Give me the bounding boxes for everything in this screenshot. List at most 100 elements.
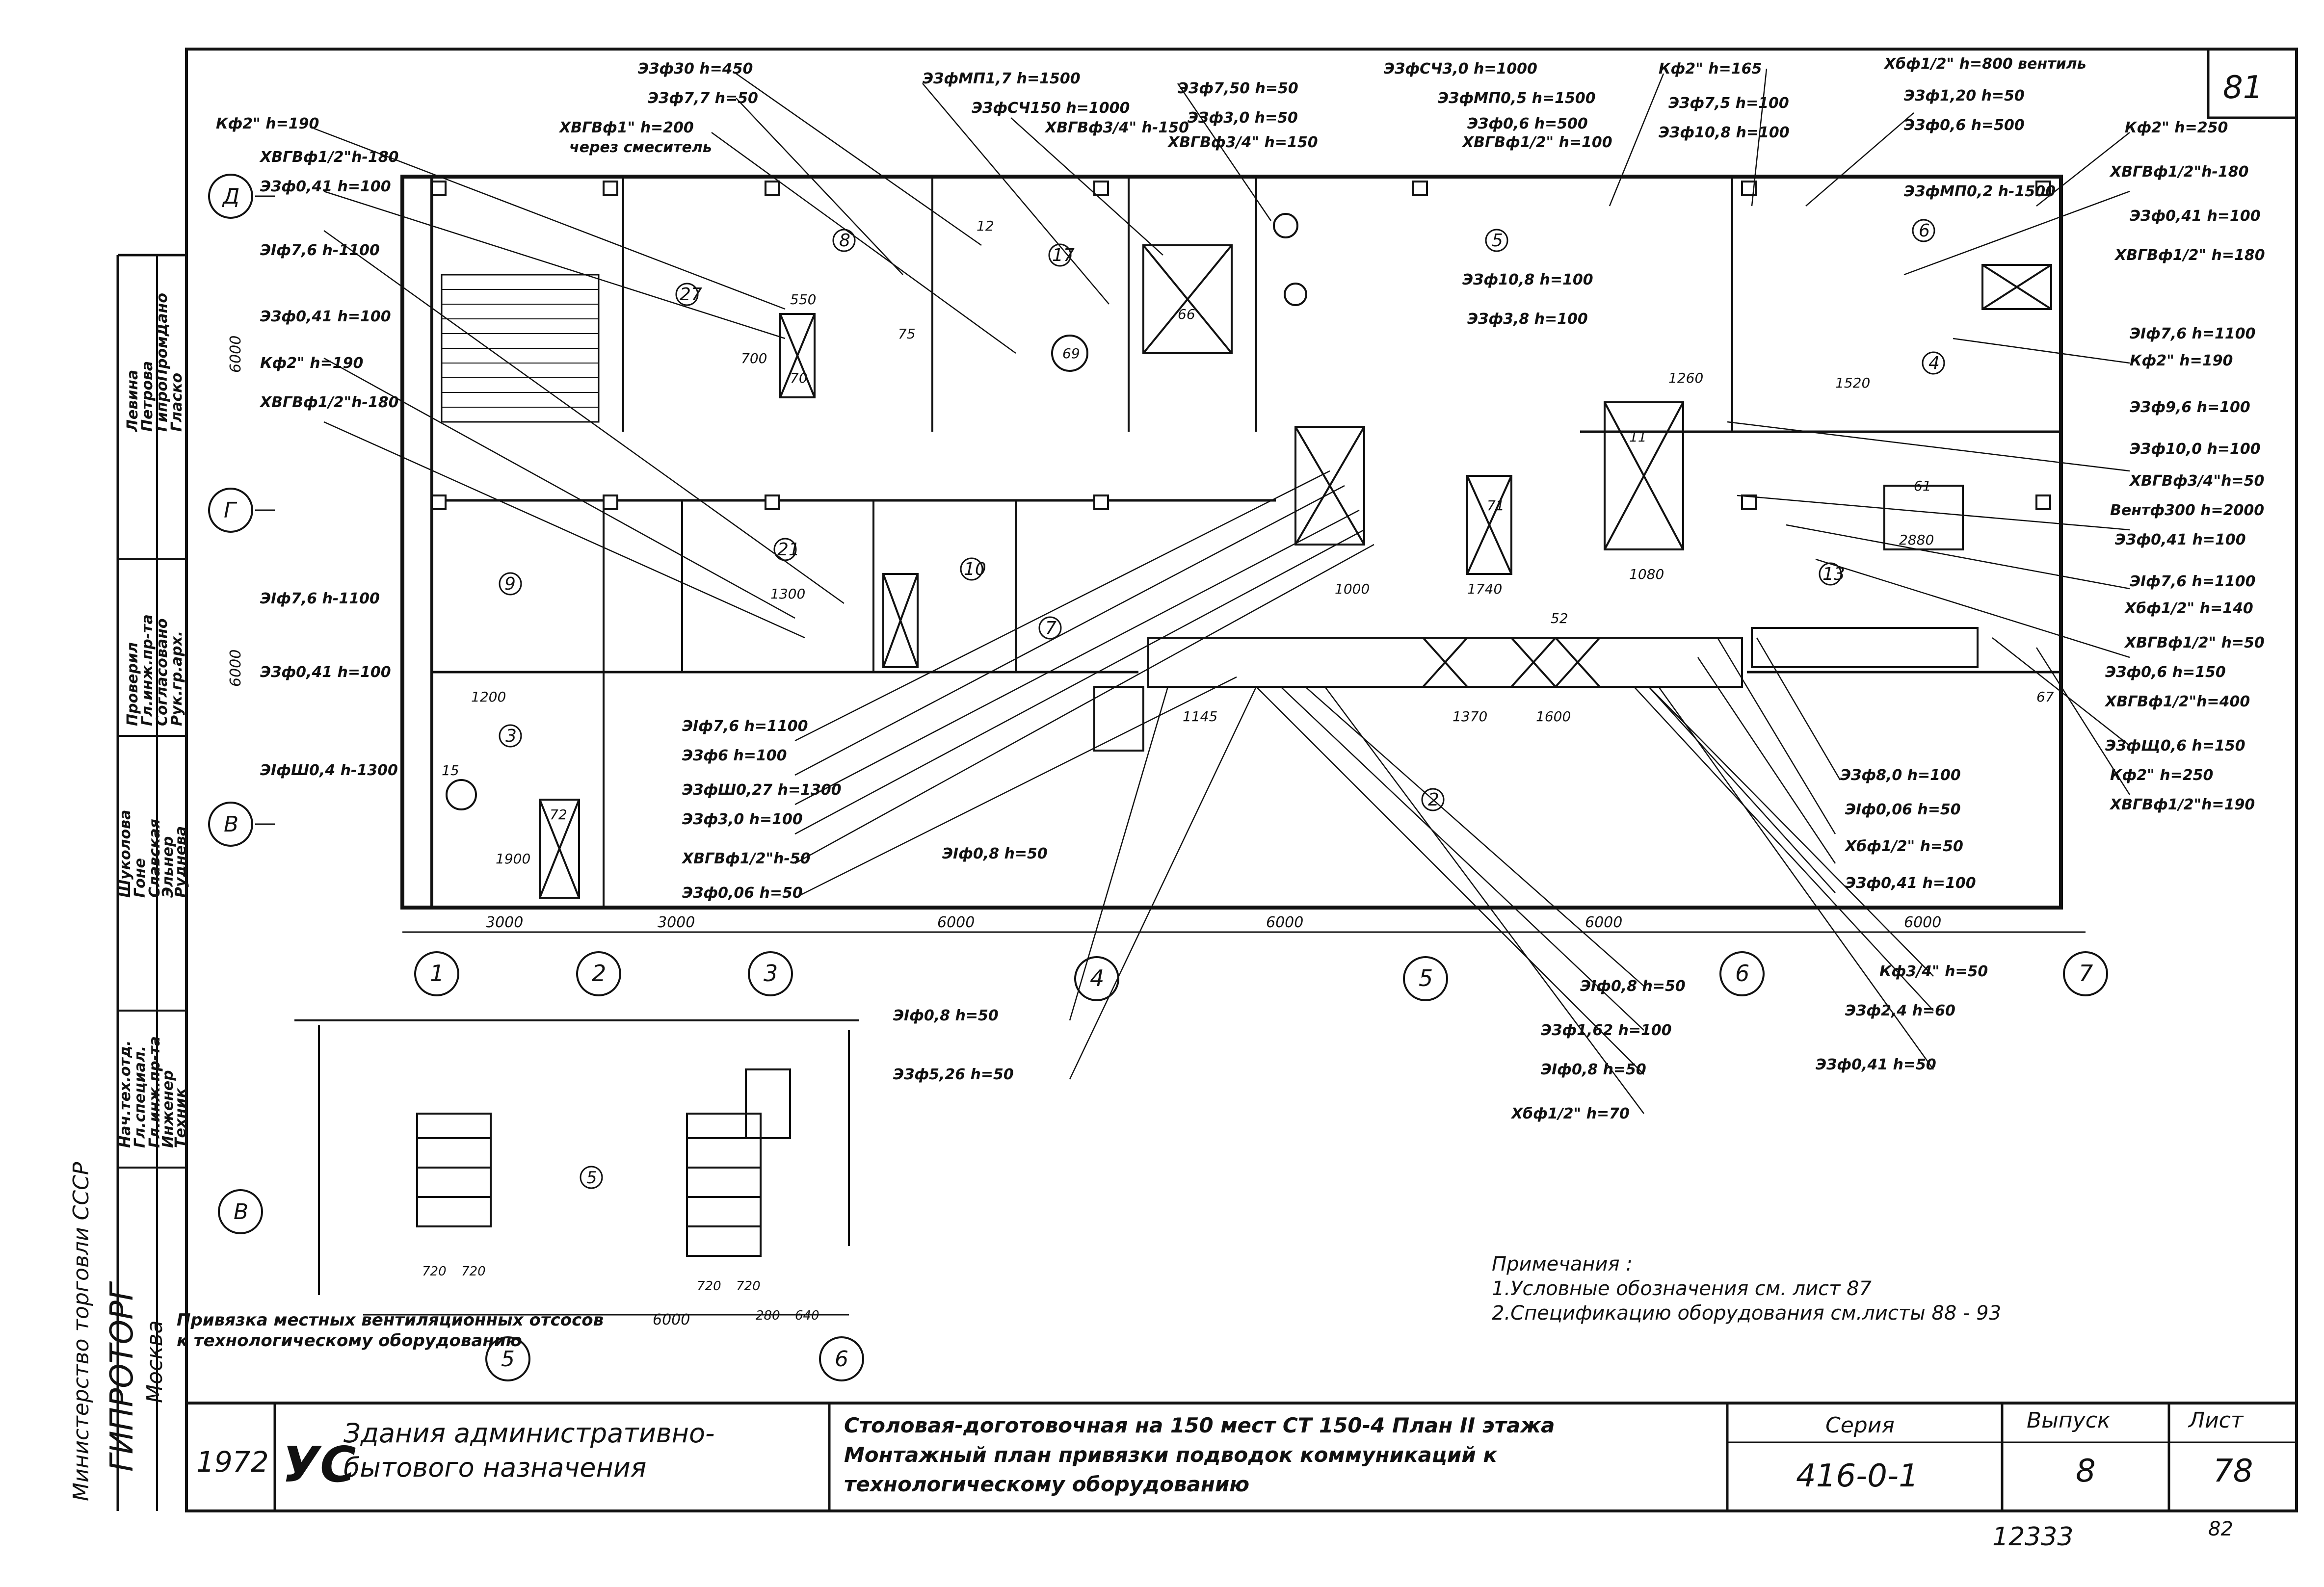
- note-label: ХВГВф1/2"h=190: [2109, 796, 2255, 813]
- note-label: ЭЗф5,26 h=50: [893, 1066, 1014, 1083]
- page-corner-number: 81: [2223, 70, 2263, 106]
- page-corner-box: [2207, 48, 2298, 119]
- dimension-value: 1300: [770, 586, 805, 602]
- span-value: 6000: [227, 650, 244, 687]
- span-value: 6000: [1904, 914, 1941, 931]
- title-subject-1: Здания административно-: [343, 1418, 714, 1449]
- room-number: 27: [680, 285, 702, 305]
- inset-caption: Привязка местных вентиляционных отсосов …: [177, 1310, 604, 1351]
- dimension-value: 1000: [1335, 581, 1370, 597]
- stamp-role: Гл.специал.: [132, 1046, 149, 1148]
- note-label: Кф2" h=250: [2125, 119, 2228, 136]
- stamp-check-role: Рук.гр.арх.: [168, 631, 185, 726]
- axis-label: 3: [764, 960, 778, 987]
- note-label: Кф2" h=250: [2110, 767, 2213, 784]
- axis-label: 4: [1090, 965, 1104, 991]
- notes-heading: Примечания :: [1492, 1253, 1633, 1275]
- inset-plan: 5 В 5 6 6000 720 720 720 720 280 640 При…: [177, 1019, 864, 1381]
- note-label: ЭIф7,6 h-1100: [260, 590, 380, 607]
- archive-number: 12333: [1992, 1522, 2073, 1552]
- dimension-value: 700: [741, 350, 767, 366]
- note-label: ЭЗфЩ0,6 h=150: [2105, 737, 2245, 754]
- inset-dim: 720: [736, 1279, 761, 1294]
- axis-label: 2: [592, 960, 606, 987]
- note-label: ЭIф7,6 h-1100: [260, 242, 380, 259]
- stamp-city: Москва: [142, 1320, 167, 1403]
- note-label: Хбф1/2" h=800 вентиль: [1883, 55, 2086, 73]
- stamp-ministry: Министерство торговли СССР: [69, 1162, 94, 1501]
- room-number: 5: [1492, 231, 1503, 251]
- note-label: ЭIф0,06 h=50: [1845, 801, 1961, 818]
- span-value: 6000: [1266, 914, 1303, 931]
- note-label: ЭЗфМП0,5 h=1500: [1438, 90, 1596, 107]
- notes: Примечания : 1.Условные обозначения см. …: [1492, 1253, 2001, 1325]
- title-line-1: Столовая-доготовочная на 150 мест СТ 150…: [844, 1413, 1555, 1437]
- issue-label: Выпуск: [2027, 1408, 2111, 1433]
- note-label: Вентф300 h=2000: [2110, 502, 2264, 519]
- span-value: 3000: [486, 914, 523, 931]
- title-subject-2: бытового назначения: [343, 1452, 646, 1483]
- inset-axis-col: 5: [501, 1347, 515, 1372]
- note-label: ЭIф7,6 h=1100: [682, 718, 808, 735]
- structural-columns: [431, 181, 2051, 510]
- axis-grid: [255, 195, 2086, 933]
- note-label: ХВГВф1/2" h=100: [1461, 134, 1612, 151]
- inset-room-number: 5: [586, 1168, 597, 1188]
- note-label: ЭЗф1,62 h=100: [1541, 1022, 1672, 1039]
- dimension-value: 1080: [1629, 566, 1664, 582]
- note-label: ЭIф0,8 h=50: [893, 1007, 999, 1024]
- title-mark: УС: [282, 1436, 356, 1493]
- note-label: ЭIфШ0,4 h-1300: [260, 762, 398, 779]
- note-label: Кф3/4" h=50: [1879, 963, 1988, 980]
- note-label: ЭЗф0,41 h=100: [2130, 208, 2261, 225]
- note-label: ЭЗф6 h=100: [682, 747, 787, 764]
- room-number: 17: [1052, 245, 1075, 265]
- note-label: ЭЗф7,50 h=50: [1178, 80, 1298, 97]
- note-label: ЭЗфСЧ150 h=1000: [972, 100, 1130, 117]
- axis-bubbles-rows: Д Г В: [208, 174, 253, 847]
- room-number: 7: [1045, 618, 1056, 638]
- span-value: 6000: [227, 336, 244, 373]
- note-label: ЭЗф10,8 h=100: [1462, 271, 1593, 288]
- note-label: ЭIф0,8 h=50: [1541, 1061, 1646, 1078]
- note-label: ЭIф7,6 h=1100: [2130, 573, 2256, 590]
- room-number: 4: [1928, 353, 1940, 373]
- inset-dim: 720: [697, 1279, 721, 1294]
- equipment-number: 69: [1062, 345, 1080, 362]
- note-label: ХВГВф3/4" h-150: [1044, 119, 1189, 136]
- leader-lines: [314, 68, 2131, 1114]
- stamp-name: Шуколова: [117, 810, 134, 898]
- note-label: ЭЗф7,7 h=50: [648, 90, 758, 107]
- axis-bubbles-columns: 1 2 3 4 5 6 7: [414, 951, 2108, 1001]
- equipment-number: 71: [1487, 497, 1505, 514]
- sheet-label: Лист: [2188, 1408, 2244, 1433]
- axis-label: В: [224, 812, 238, 837]
- dimension-value: 1200: [471, 689, 506, 705]
- series-value: 416-0-1: [1796, 1458, 1919, 1494]
- equipment-crossed: [539, 244, 2052, 899]
- dimension-value: 1145: [1183, 708, 1217, 725]
- equipment-number: 61: [1914, 478, 1931, 494]
- note-label: ЭЗф0,41 h=100: [2115, 531, 2246, 548]
- annotations-bottom: ЭIф0,8 h=50 ЭЗф5,26 h=50 ЭIф0,8 h=50 ЭЗф…: [893, 963, 1988, 1122]
- stamp-check-name: Гласко: [168, 373, 185, 432]
- note-label: ЭЗф0,6 h=150: [2105, 664, 2226, 681]
- dimension-value: 1520: [1835, 375, 1870, 391]
- dimension-value: 1600: [1536, 708, 1571, 725]
- equipment-number: 15: [442, 762, 459, 779]
- stamp-check-role: Проверил: [124, 642, 141, 726]
- note-label: ЭЗф3,8 h=100: [1467, 311, 1588, 328]
- span-value: 6000: [1585, 914, 1622, 931]
- dimension-value: 1900: [496, 851, 530, 867]
- sheet-frame: [185, 48, 2298, 1512]
- span-value: 6000: [937, 914, 975, 931]
- stamp-name: Руднева: [172, 826, 189, 898]
- title-line-3: технологическому оборудованию: [844, 1472, 1249, 1496]
- note-label: ЭЗфМП0,2 h-1500: [1904, 183, 2056, 200]
- inset-dim: 280: [756, 1308, 780, 1323]
- stamp-check-role: Гл.инж.пр-та: [139, 614, 156, 726]
- equipment-number: 72: [550, 807, 567, 823]
- note-label: ЭЗф0,41 h=100: [260, 178, 391, 195]
- annotations-top: Кф2" h=190 ХВГВф1/2"h-180 ЭЗф0,41 h=100 …: [216, 55, 2228, 325]
